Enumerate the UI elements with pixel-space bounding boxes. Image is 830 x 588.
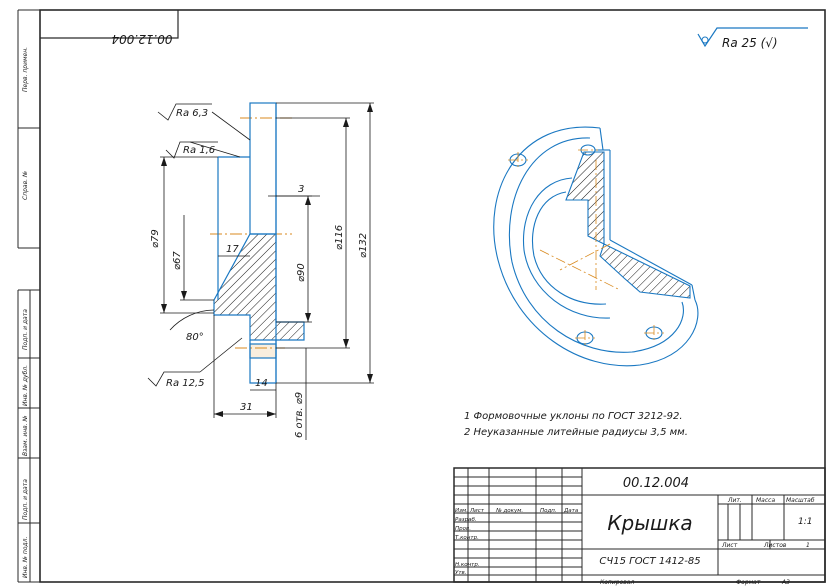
dim-d67: ⌀67 [172,251,183,270]
side-label-replace-inv: Взам. инв. № [22,415,29,456]
side-strip-labels: Перв. примен. Справ. № Подп. и дата Инв.… [22,47,29,578]
tb-row-approved: Утв. [455,570,467,576]
title-part-name: Крышка [607,511,692,535]
tb-copied: Копировал [600,579,634,586]
technical-notes: 1 Формовочные уклоны по ГОСТ 3212-92. 2 … [464,411,688,438]
mirrored-number-box: 00.12.004 [40,10,179,46]
section-view: ⌀132 ⌀116 ⌀90 ⌀79 ⌀67 6 отв. ⌀9 17 3 31 … [147,102,374,440]
tb-header-sign: Подп. [540,508,557,514]
tb-lit-label: Лит. [727,497,742,504]
tb-format: Формат [736,579,761,586]
tb-sheets-value: 1 [806,542,810,549]
tb-mass-label: Масса [756,497,775,504]
note-1: 1 Формовочные уклоны по ГОСТ 3212-92. [464,411,683,422]
dim-w3: 3 [298,184,304,195]
roughness-r1: Ra 6,3 [176,108,208,119]
tb-scale-label: Масштаб [786,497,815,504]
dim-w14: 14 [255,378,268,389]
dim-d90: ⌀90 [296,263,307,282]
sheet-frame [39,9,826,583]
side-label-dup-inv: Инв. № дубл. [22,365,29,406]
dimension-arrows [161,103,373,417]
iso-bore-inner [531,191,607,305]
tb-header-date: Дата [563,508,579,514]
tb-header-doc: № докум. [495,508,523,514]
tb-format-value: A3 [781,579,790,586]
side-label-sign-date-2: Подп. и дата [22,479,29,520]
title-material: СЧ15 ГОСТ 1412-85 [599,556,700,567]
tb-header-change: Изм. [455,508,468,514]
default-roughness-label: Ra 25 (√) [722,36,778,50]
drawing-number-mirrored: 00.12.004 [111,32,172,46]
dim-w17: 17 [226,244,239,255]
tb-sheet-label: Лист [721,542,738,549]
iso-inner-rim [508,137,684,353]
dim-angle: 80° [186,332,204,343]
tb-row-developed: Разраб. [455,517,477,523]
dim-w31: 31 [240,402,253,413]
part-outline [217,102,277,384]
title-block [453,467,826,583]
tb-row-ncontrol: Н.контр. [455,562,480,568]
roughness-r2: Ra 1,6 [183,145,215,156]
side-label-first-use: Перв. примен. [22,47,29,92]
roughness-callouts [147,103,251,387]
iso-cut-horizontal [599,243,691,299]
dim-d132: ⌀132 [358,233,369,258]
tb-row-checked: Пров. [455,526,471,532]
dim-holes: 6 отв. ⌀9 [294,392,305,438]
side-label-sign-date-1: Подп. и дата [22,309,29,350]
tb-header-sheet: Лист [469,508,485,514]
roughness-r3: Ra 12,5 [166,378,205,389]
iso-outer-rim [493,126,699,367]
side-strip [17,9,40,583]
tb-row-tcontrol: Т.контр. [455,535,479,541]
dimension-lines [160,102,374,440]
iso-axes [508,149,664,346]
iso-cut-vertical [565,151,605,245]
dim-d116: ⌀116 [334,225,345,250]
tb-scale-value: 1:1 [798,517,812,527]
default-roughness: Ra 25 (√) [697,27,808,50]
note-2: 2 Неуказанные литейные радиусы 3,5 мм. [464,427,688,438]
iso-bore-outer [522,177,611,319]
side-label-reference: Справ. № [22,171,29,200]
tb-sheets-label: Листов [763,542,787,549]
dim-d79: ⌀79 [150,229,161,248]
isometric-view [493,126,699,367]
side-label-orig-inv: Инв. № подл. [22,537,29,578]
title-drawing-number: 00.12.004 [623,476,689,491]
title-block-text: 00.12.004 Крышка СЧ15 ГОСТ 1412-85 Изм. … [455,476,815,586]
